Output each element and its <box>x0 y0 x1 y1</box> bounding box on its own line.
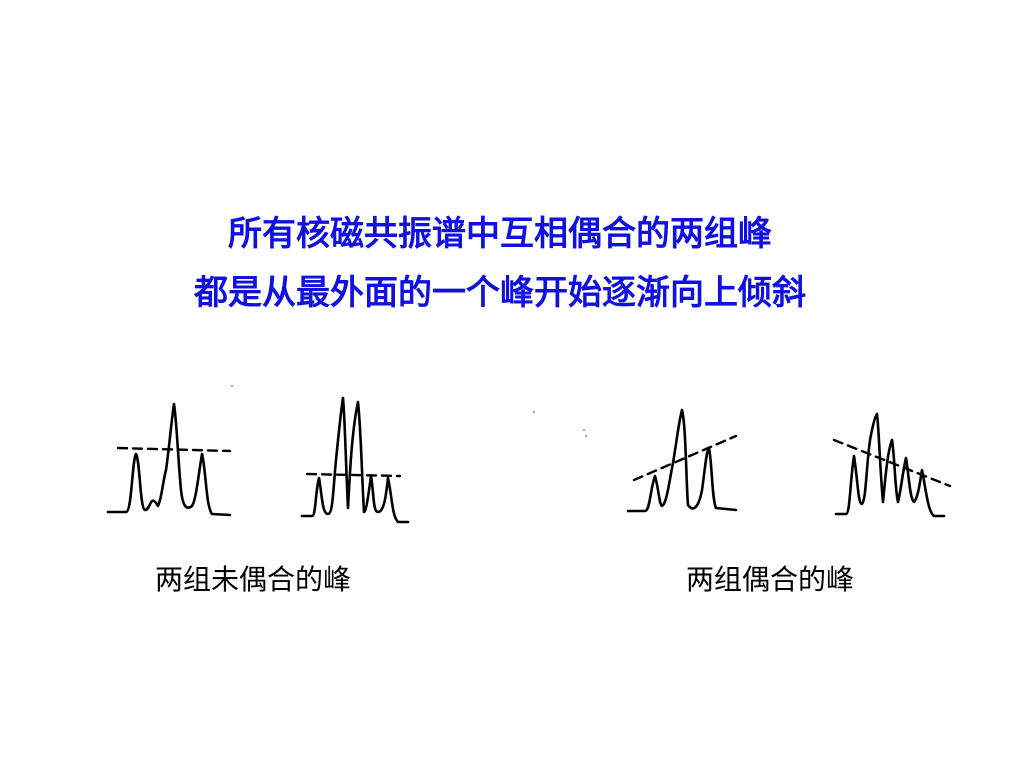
caption-uncoupled-peaks: 两组未偶合的峰 <box>155 563 352 596</box>
uncoupled-triplet-baseline-dashes <box>116 446 232 453</box>
uncoupled-triplet-trace <box>106 402 232 517</box>
uncoupled-quartet-baseline-dashes <box>305 472 402 478</box>
speck <box>231 385 233 387</box>
title-line-2: 都是从最外面的一个峰开始逐渐向上倾斜 <box>194 273 806 313</box>
speck <box>583 429 585 431</box>
speck <box>585 435 587 437</box>
caption-coupled-peaks: 两组偶合的峰 <box>686 563 855 596</box>
coupled-quartet-trace <box>834 412 946 518</box>
coupled-quartet <box>832 412 952 518</box>
uncoupled-triplet <box>106 402 232 517</box>
uncoupled-quartet <box>300 396 410 524</box>
title-line-1: 所有核磁共振谱中互相偶合的两组峰 <box>228 214 772 254</box>
coupled-quartet-tilt-line <box>832 438 952 488</box>
uncoupled-quartet-trace <box>300 396 410 524</box>
speck <box>533 411 535 413</box>
coupled-triplet-tilt-line <box>632 434 738 482</box>
coupled-triplet-trace <box>626 408 738 513</box>
coupled-triplet <box>626 408 738 513</box>
